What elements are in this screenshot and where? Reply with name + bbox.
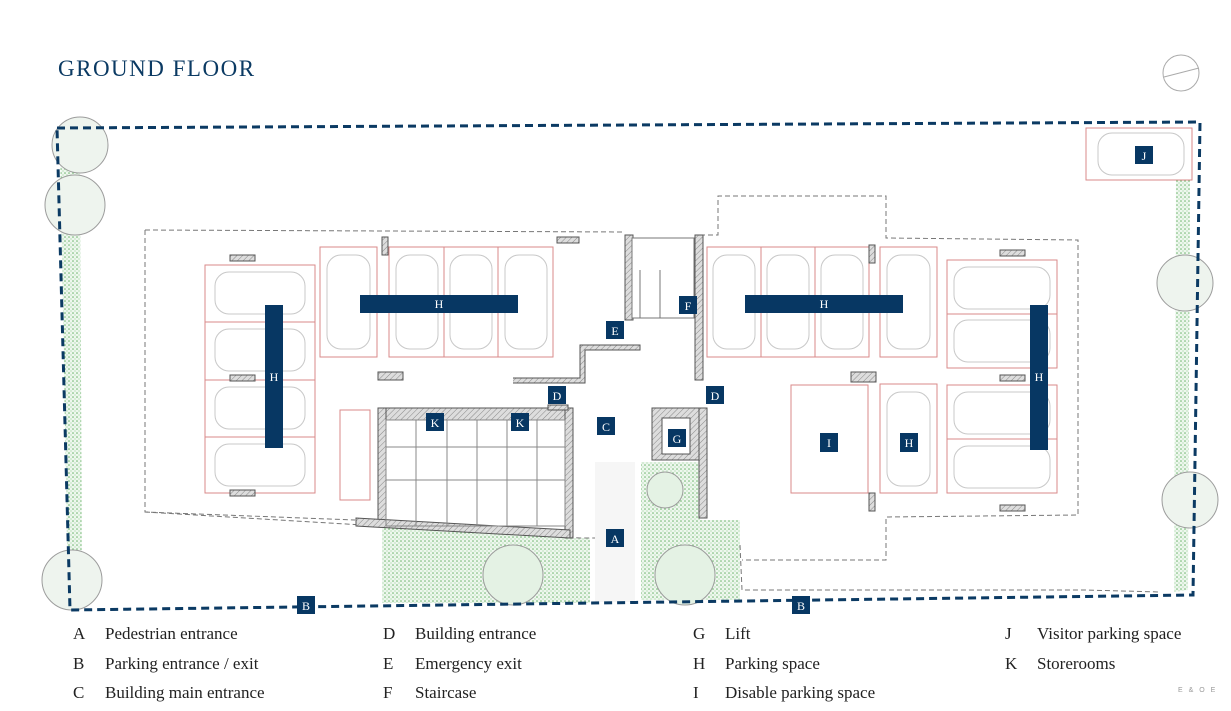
- svg-text:E: E: [611, 324, 618, 338]
- svg-text:H: H: [435, 297, 444, 311]
- marker-k-left: K: [426, 413, 444, 431]
- svg-text:D: D: [711, 389, 720, 403]
- svg-text:J: J: [1142, 149, 1147, 163]
- marker-d-right: D: [706, 386, 724, 404]
- marker-h-right-vertical: H: [1030, 305, 1048, 450]
- svg-text:H: H: [820, 297, 829, 311]
- svg-text:H: H: [1035, 370, 1044, 384]
- parking-spaces: [204, 127, 1193, 501]
- walls: [355, 234, 708, 539]
- marker-k-right: K: [511, 413, 529, 431]
- svg-text:F: F: [685, 299, 692, 313]
- site-boundary: [55, 120, 1202, 612]
- structural-columns: [229, 236, 1026, 512]
- svg-text:I: I: [827, 436, 831, 450]
- disclaimer-note: E & O E: [1178, 687, 1218, 694]
- svg-text:G: G: [673, 432, 682, 446]
- marker-d-left: D: [548, 386, 566, 404]
- marker-h-left-vertical: H: [265, 305, 283, 448]
- marker-c: C: [597, 417, 615, 435]
- svg-text:K: K: [516, 416, 525, 430]
- page-title: GROUND FLOOR: [58, 56, 256, 81]
- marker-a: A: [606, 529, 624, 547]
- building-outline: [144, 195, 1161, 593]
- marker-b-left: B: [297, 596, 315, 614]
- svg-text:K: K: [431, 416, 440, 430]
- svg-text:B: B: [797, 599, 805, 613]
- marker-h-small: H: [900, 433, 918, 452]
- svg-text:B: B: [302, 599, 310, 613]
- marker-g: G: [668, 429, 686, 447]
- svg-text:A: A: [611, 532, 620, 546]
- marker-e: E: [606, 321, 624, 339]
- svg-text:H: H: [905, 436, 914, 450]
- svg-text:H: H: [270, 370, 279, 384]
- svg-text:D: D: [553, 389, 562, 403]
- marker-b-right: B: [792, 596, 810, 614]
- marker-h-right-top: H: [745, 295, 903, 313]
- svg-text:C: C: [602, 420, 610, 434]
- storeroom-grid: [385, 419, 566, 527]
- marker-h-left-top: H: [360, 295, 518, 313]
- north-compass-icon: [1162, 54, 1200, 92]
- marker-f: F: [679, 296, 697, 314]
- marker-i: I: [820, 433, 838, 452]
- marker-j: J: [1135, 146, 1153, 164]
